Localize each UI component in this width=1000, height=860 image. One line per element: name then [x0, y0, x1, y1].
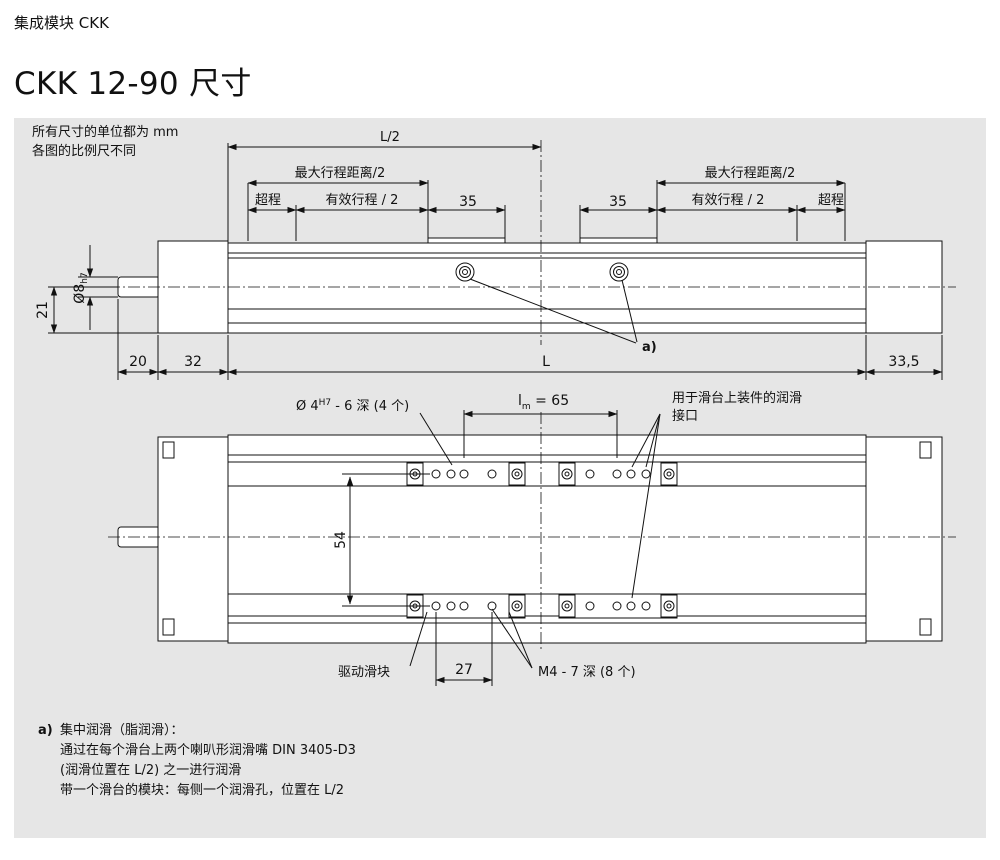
dim-max-travel-left: 最大行程距离/2 — [295, 165, 386, 181]
note-line: 集中润滑（脂润滑）： — [60, 723, 184, 738]
callout-a: a) — [642, 340, 657, 355]
lube-port-label-2: 接口 — [672, 408, 698, 424]
carriage-right-top — [579, 237, 658, 244]
lm-dimension: lm = 65 — [518, 393, 569, 412]
carriage-strip — [558, 593, 678, 619]
side-view-labels: L/2 最大行程距离/2 最大行程距离/2 超程 有效行程 / 2 35 35 … — [35, 130, 920, 370]
module-body — [227, 242, 867, 334]
units-note-line: 所有尺寸的单位都为 mm — [32, 125, 179, 140]
dim-effective-left: 有效行程 / 2 — [326, 193, 399, 208]
dim-carriage-left: 35 — [459, 194, 477, 210]
rail-spacing: 54 — [333, 531, 349, 549]
lube-port-label: 用于滑台上装件的润滑 — [672, 390, 802, 406]
plan-motor-end — [157, 436, 229, 642]
plan-view — [108, 410, 956, 686]
dim-max-travel-right: 最大行程距离/2 — [705, 165, 796, 181]
side-view — [48, 140, 956, 380]
dim-height: 21 — [35, 301, 51, 319]
dim-half-length: L/2 — [380, 130, 400, 145]
note-line: 通过在每个滑台上两个喇叭形润滑嘴 DIN 3405-D3 — [60, 743, 356, 758]
dim-far-end: 33,5 — [888, 354, 919, 370]
plan-far-end — [865, 436, 943, 642]
dim-pitch: 27 — [455, 662, 473, 678]
plan-body — [227, 434, 867, 644]
dim-length: L — [542, 354, 550, 370]
units-note: 所有尺寸的单位都为 mm 各图的比例尺不同 — [32, 123, 178, 161]
lube-nipple-icon — [455, 262, 475, 282]
units-note-line: 各图的比例尺不同 — [32, 144, 137, 159]
drive-carriage-label: 驱动滑块 — [338, 665, 390, 680]
note-line: 带一个滑台的模块：每侧一个润滑孔，位置在 L/2 — [60, 783, 345, 798]
carriage-strip — [558, 461, 678, 487]
bore-callout: Ø 4H7 - 6 深 (4 个) — [296, 398, 409, 414]
dim-effective-right: 有效行程 / 2 — [692, 193, 765, 208]
notes-block: a) 集中润滑（脂润滑）： 通过在每个滑台上两个喇叭形润滑嘴 DIN 3405-D… — [38, 721, 356, 801]
section-heading: 集成模块 CKK — [14, 14, 109, 32]
plan-view-labels: Ø 4H7 - 6 深 (4 个) lm = 65 用于滑台上装件的润滑 接口 … — [296, 390, 802, 680]
carriage-left-top — [427, 237, 506, 244]
page-title: CKK 12-90 尺寸 — [14, 66, 252, 102]
dim-carriage-right: 35 — [609, 194, 627, 210]
dim-overtravel-left: 超程 — [255, 193, 281, 208]
dim-shaft-diameter: Ø8h7 — [72, 272, 90, 303]
dim-motor-end: 32 — [184, 354, 202, 370]
note-line: (润滑位置在 L/2) 之一进行润滑 — [60, 763, 242, 778]
note-tag: a) — [38, 723, 53, 738]
lube-nipple-icon — [609, 262, 629, 282]
dim-overtravel-right: 超程 — [818, 193, 844, 208]
dim-shaft-len: 20 — [129, 354, 147, 370]
thread-callout: M4 - 7 深 (8 个) — [538, 665, 636, 680]
